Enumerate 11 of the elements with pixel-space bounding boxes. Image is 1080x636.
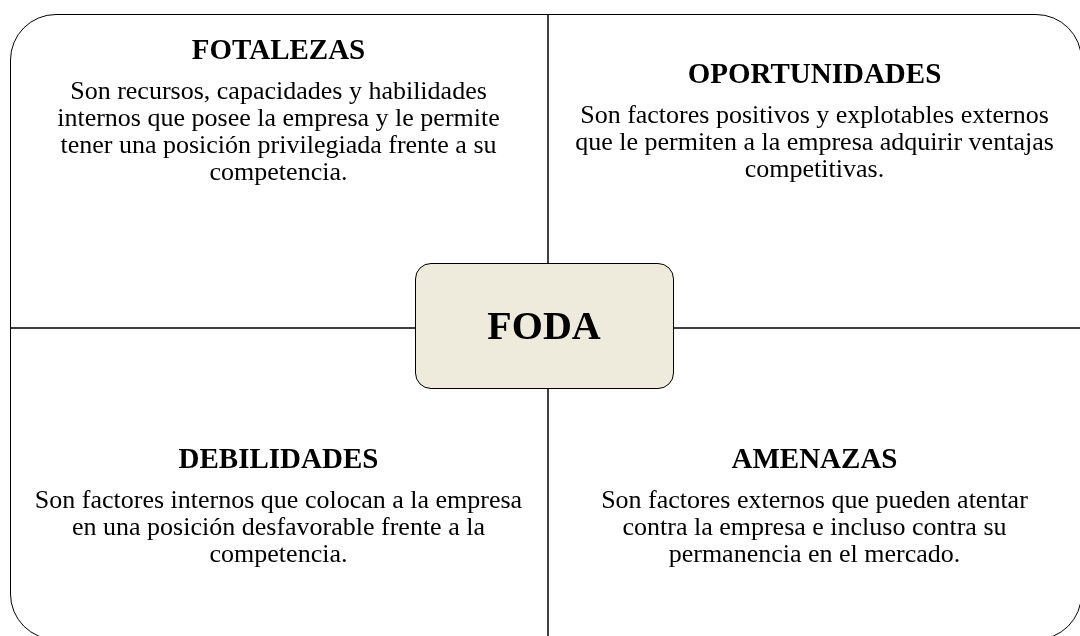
quadrant-description: Son recursos, capacidades y habilidades internos que posee la empresa y le permite tener una posición privilegiada frente a su competencia. [56, 76, 501, 185]
rounded-frame [10, 14, 1080, 636]
quadrant-heading: FOTALEZAS [191, 32, 366, 66]
quadrant-heading: AMENAZAS [731, 441, 898, 475]
quadrant-description: Son factores internos que colocan a la empresa en una posición desfavorable frente a la competencia. [33, 485, 524, 567]
quadrant-heading: DEBILIDADES [178, 441, 379, 475]
quadrant-description: Son factores positivos y explotables externos que le permiten a la empresa adquirir ventajas competitivas. [574, 100, 1055, 182]
quadrant-heading: OPORTUNIDADES [687, 56, 942, 90]
center-title: FODA [487, 302, 601, 349]
center-box [414, 262, 674, 389]
quadrant-description: Son factores externos que pueden atentar contra la empresa e incluso contra su permanencia en el mercado. [600, 485, 1029, 567]
